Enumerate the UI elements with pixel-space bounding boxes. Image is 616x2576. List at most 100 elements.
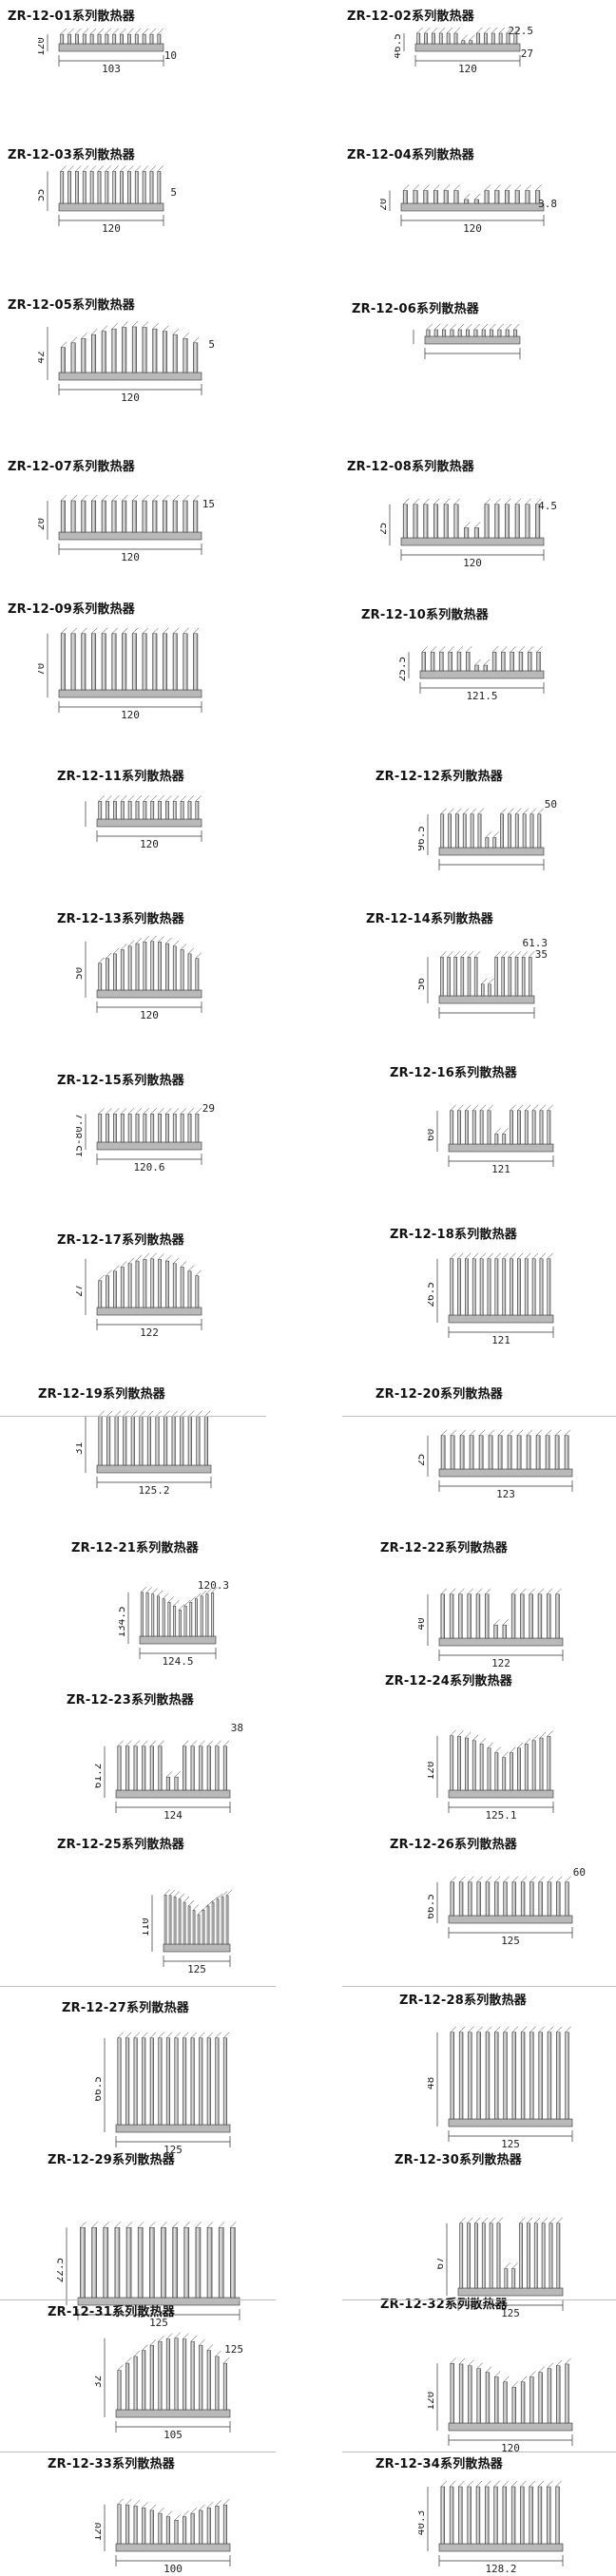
fin [475, 1593, 481, 1639]
fin [206, 1905, 210, 1945]
fin [222, 2037, 227, 2126]
fin [476, 32, 480, 45]
fin-edge [555, 1588, 562, 1594]
fin-edge [524, 1104, 531, 1111]
fin [120, 33, 124, 45]
fin [211, 1901, 215, 1945]
fin-edge [195, 1108, 202, 1115]
fin-edge [519, 2217, 526, 2223]
fin-edge [536, 646, 543, 653]
fin-edge [143, 1253, 149, 1260]
fin-edge [149, 2032, 157, 2038]
fin [448, 651, 452, 672]
fin [483, 664, 489, 672]
heatsink-drawing [408, 646, 545, 694]
fin [464, 527, 470, 539]
width-dimension-label: 125 [149, 2317, 168, 2329]
fin [468, 2032, 472, 2120]
fin [472, 1258, 476, 1316]
fin-edge [125, 2032, 132, 2038]
fin [117, 1746, 122, 1791]
base-plate [448, 2422, 573, 2432]
fin-edge [469, 34, 475, 41]
fin [466, 329, 471, 337]
fin [458, 1593, 463, 1639]
fin [525, 190, 530, 204]
fin [75, 33, 79, 45]
fin-edge [133, 2350, 141, 2357]
fin [485, 837, 490, 849]
fin-edge [180, 1261, 187, 1268]
fin-edge [529, 951, 535, 958]
fin [225, 1895, 229, 1945]
heatsink-drawing [436, 1729, 554, 1813]
fin [165, 2516, 170, 2545]
fin-edge [457, 1730, 464, 1737]
fin-edge [496, 2217, 504, 2223]
height-dimension-label: 40.3 [418, 2510, 427, 2536]
fin-edge [180, 944, 187, 950]
fin-edge [510, 1746, 516, 1753]
fin [125, 2362, 130, 2411]
fin-edge [70, 494, 78, 502]
fin-edge [502, 2480, 510, 2488]
fin-edge [535, 184, 542, 191]
model-title: ZR-12-33系列散热器 [48, 2457, 176, 2471]
fin [505, 329, 510, 337]
fin [114, 1416, 119, 1466]
height-dimension-label: 27 [76, 1285, 85, 1297]
fin-edge [520, 1588, 527, 1594]
fin-edge [511, 1876, 519, 1882]
fin [195, 1598, 198, 1637]
fin-edge [172, 627, 180, 634]
fin [510, 1258, 513, 1316]
fin [127, 801, 132, 820]
fin [142, 500, 147, 533]
fin-edge [190, 2335, 198, 2342]
fin-edge [120, 1261, 127, 1268]
fin [75, 171, 79, 204]
fin [165, 801, 169, 820]
fin-edge [467, 951, 474, 958]
height-dimension-label: 66.5 [428, 1894, 436, 1919]
fin [174, 1776, 179, 1791]
fin [513, 32, 518, 45]
fin-edge [476, 27, 483, 34]
fin-edge [101, 627, 108, 634]
fin [529, 813, 534, 849]
fin-edge [430, 646, 437, 653]
fin [520, 2381, 526, 2424]
fin-edge [508, 951, 515, 958]
height-dimension-label: 50 [76, 967, 85, 980]
base-plate [115, 1789, 231, 1799]
fin-edge [172, 940, 180, 947]
fin-edge [167, 1596, 174, 1603]
fin-edge [455, 808, 462, 814]
fin [477, 813, 482, 849]
model-title: ZR-12-28系列散热器 [399, 1994, 528, 2008]
base-plate [58, 372, 202, 381]
fin-edge [529, 2371, 536, 2377]
fin [503, 2032, 508, 2120]
fin [158, 1114, 162, 1143]
row-divider [0, 1416, 266, 1417]
fin-edge [481, 323, 489, 331]
fin-edge [506, 27, 513, 34]
fin [421, 651, 427, 672]
fin [174, 2337, 179, 2411]
fin [142, 2037, 146, 2126]
fin [505, 504, 510, 539]
fin [432, 32, 435, 45]
heatsink-drawing [104, 1740, 231, 1813]
fin [60, 171, 65, 204]
fin-edge [187, 795, 195, 802]
height-dimension-label: 22.5 [57, 2258, 66, 2283]
fin [464, 199, 470, 204]
fin [456, 651, 462, 672]
fin [183, 633, 188, 691]
fin-edge [101, 494, 108, 502]
base-plate [438, 847, 545, 856]
